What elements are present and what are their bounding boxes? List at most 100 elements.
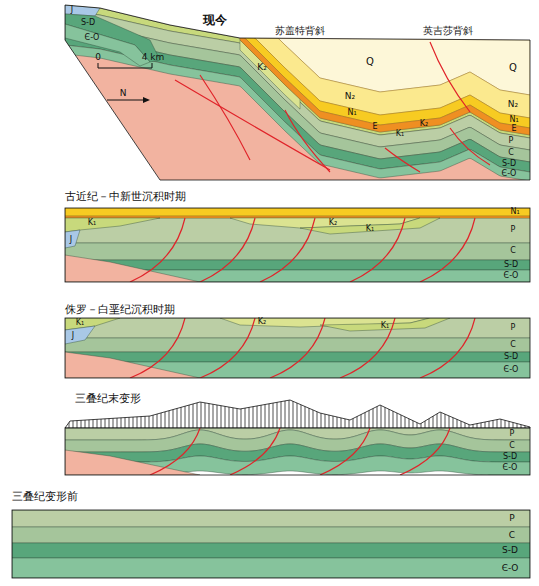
unit-label: N₂ bbox=[508, 100, 518, 109]
panel-title: 侏罗－白垩纪沉积时期 bbox=[65, 304, 175, 315]
unit-label: K₂ bbox=[258, 318, 266, 326]
unit-label: C bbox=[510, 341, 516, 349]
e-layer bbox=[65, 216, 530, 218]
basement bbox=[65, 352, 200, 378]
thrust-fault bbox=[175, 80, 330, 170]
e-layer bbox=[240, 38, 530, 135]
unit-label: K₂ bbox=[329, 219, 337, 227]
unit-label: K₁ bbox=[396, 130, 404, 138]
section-outline bbox=[65, 428, 530, 475]
n1-layer bbox=[65, 208, 530, 216]
panel-title: 三叠纪末变形 bbox=[75, 393, 141, 404]
unit-label: P bbox=[511, 324, 516, 332]
unit-label: J bbox=[72, 332, 74, 340]
strata-layer bbox=[12, 510, 530, 527]
unit-label: C bbox=[508, 149, 514, 157]
thrust-fault bbox=[420, 218, 475, 282]
unit-label: Є-O bbox=[502, 564, 519, 573]
anticline-name: 英吉莎背斜 bbox=[423, 26, 473, 36]
eo-layer bbox=[65, 24, 150, 66]
thrust-fault bbox=[200, 218, 255, 282]
north-arrow-head bbox=[143, 97, 150, 103]
unit-label: N₁ bbox=[509, 116, 518, 124]
basement bbox=[65, 5, 530, 180]
scale-value: 4 km bbox=[142, 53, 165, 62]
thrust-fault bbox=[130, 318, 185, 378]
thrust-fault bbox=[320, 428, 370, 475]
unit-label: P bbox=[511, 226, 516, 234]
basement bbox=[65, 255, 200, 282]
unit-label: E bbox=[372, 123, 377, 131]
thrust-fault bbox=[230, 428, 280, 475]
k1-layer bbox=[320, 318, 450, 331]
unit-label: K₁ bbox=[88, 219, 96, 227]
north-label: N bbox=[120, 89, 127, 98]
unit-label: S-D bbox=[502, 160, 516, 168]
section-outline bbox=[65, 318, 530, 378]
anticline-name: 苏盖特背斜 bbox=[275, 26, 325, 36]
unit-label: N₂ bbox=[345, 92, 355, 101]
unit-label: P bbox=[510, 430, 515, 438]
pre-deformation-section bbox=[12, 510, 530, 578]
unit-label: K₂ bbox=[257, 63, 267, 72]
unit-label: Є-O bbox=[85, 34, 100, 42]
scale-bar bbox=[98, 63, 152, 68]
unit-label: N₁ bbox=[347, 109, 356, 117]
unit-label: P bbox=[509, 137, 514, 145]
unit-label: C bbox=[510, 247, 516, 255]
unit-label: J bbox=[70, 236, 72, 244]
thrust-fault bbox=[200, 318, 255, 378]
unit-label: Є-O bbox=[504, 366, 519, 374]
thrust-fault bbox=[385, 148, 420, 172]
panel-title: 三叠纪变形前 bbox=[12, 491, 78, 502]
thrust-fault bbox=[260, 218, 315, 282]
section-outline bbox=[65, 208, 530, 282]
panel-title: 现今 bbox=[203, 14, 227, 26]
unit-label: P bbox=[509, 514, 514, 523]
unit-label: Є-O bbox=[502, 170, 517, 178]
paleogene-section bbox=[65, 208, 530, 282]
thrust-fault bbox=[285, 110, 330, 172]
unit-label: C bbox=[509, 531, 515, 540]
unit-label: K₁ bbox=[366, 225, 374, 233]
thrust-fault bbox=[350, 218, 405, 282]
present-section bbox=[65, 5, 531, 181]
unit-label: S-D bbox=[504, 353, 518, 361]
unit-label: S-D bbox=[504, 261, 518, 269]
strata-layer bbox=[65, 218, 530, 243]
unit-label: N₁ bbox=[510, 208, 519, 216]
unit-label: S-D bbox=[503, 453, 517, 461]
strata-layer bbox=[12, 558, 530, 578]
strata-layer bbox=[65, 352, 530, 362]
thrust-fault bbox=[130, 218, 185, 282]
j-layer bbox=[65, 230, 80, 248]
basement bbox=[65, 450, 200, 475]
thrust-fault bbox=[150, 428, 200, 475]
section-outline bbox=[12, 510, 530, 578]
strata-layer bbox=[12, 543, 530, 558]
jurassic-cretaceous-section bbox=[65, 318, 530, 378]
k1-layer bbox=[300, 218, 440, 234]
unit-label: K₁ bbox=[76, 319, 84, 327]
unit-label: C bbox=[509, 442, 515, 450]
unit-label: K₁ bbox=[381, 322, 389, 330]
unit-label: Є-O bbox=[503, 464, 518, 472]
eroded-hachure bbox=[65, 400, 530, 428]
section-outline bbox=[65, 5, 530, 180]
thrust-fault bbox=[420, 318, 475, 378]
thrust-fault bbox=[430, 42, 470, 112]
thrust-fault bbox=[340, 318, 395, 378]
unit-label: S-D bbox=[502, 546, 518, 555]
strata-layer bbox=[12, 527, 530, 543]
unit-label: Q bbox=[509, 63, 517, 73]
scale-value: 0 bbox=[95, 53, 101, 62]
north-arrow-line bbox=[107, 100, 146, 101]
thrust-fault bbox=[200, 75, 250, 160]
unit-label: J bbox=[71, 6, 73, 14]
unit-label: S-D bbox=[81, 19, 95, 27]
unit-label: Є-O bbox=[504, 272, 519, 280]
thrust-fault bbox=[270, 318, 325, 378]
j-layer bbox=[65, 326, 95, 344]
